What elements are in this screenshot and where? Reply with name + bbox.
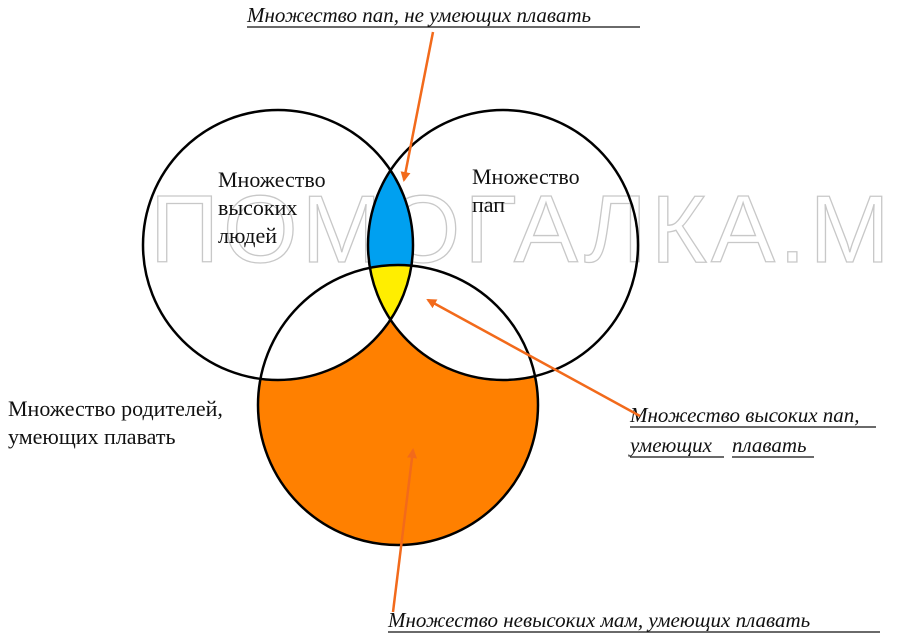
label-swimming-parents: Множество родителей, умеющих плавать — [8, 396, 228, 449]
circle-fathers — [366, 108, 640, 382]
watermark-text: ПОМОГАЛКА.МИ — [150, 176, 900, 283]
callout-fathers-not-swimming: Множество пап, не умеющих плавать — [246, 3, 591, 27]
label-tall-people: Множество высоких людей — [218, 167, 331, 248]
callout-tall-fathers-swimming-line1: Множество высоких пап, — [629, 403, 860, 427]
arrow-fathers-not-swimming — [400, 31, 435, 182]
region-short-mothers-swimming — [258, 265, 538, 545]
arrow-tall-fathers-swimming — [426, 298, 641, 418]
circle-tall-people — [141, 108, 415, 382]
arrow-short-mothers-swimming — [391, 448, 417, 613]
label-fathers: Множество пап — [472, 164, 585, 217]
callout-tall-fathers-swimming-line2: умеющих плавать — [628, 433, 807, 457]
callout-short-mothers-swimming: Множество невысоких мам, умеющих плавать — [387, 608, 810, 632]
circle-swimming-parents — [256, 263, 540, 547]
